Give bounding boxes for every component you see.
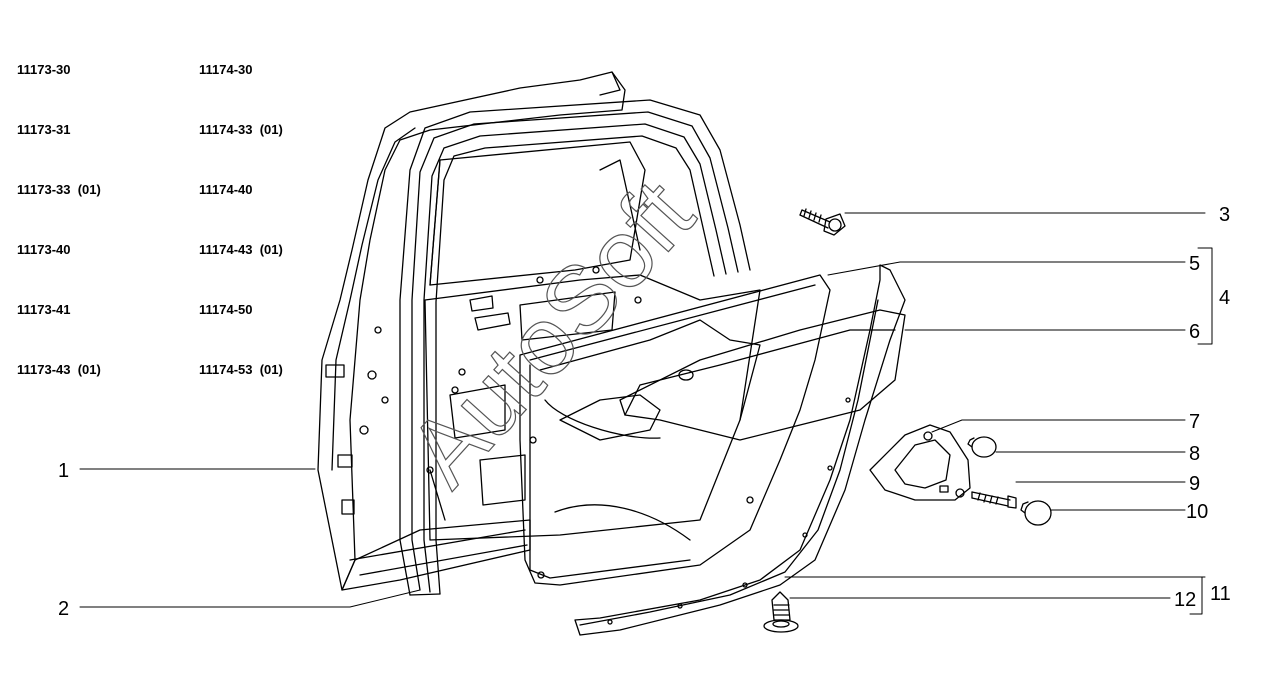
model-code: 11173-43 (01) (17, 362, 101, 377)
callout-2: 2 (58, 598, 69, 620)
callout-6: 6 (1189, 321, 1200, 343)
sill-trim-part (574, 264, 906, 636)
handle-bezel-part (869, 424, 971, 501)
bracket-12 (1189, 576, 1203, 615)
model-code: 11174-33 (01) (199, 122, 283, 137)
callout-11: 11 (1210, 583, 1231, 605)
cover-cap-part (1020, 500, 1052, 526)
callout-4: 4 (1219, 287, 1230, 309)
model-code: 11173-31 (17, 122, 71, 137)
screw-part (799, 208, 846, 236)
model-code: 11174-50 (199, 302, 253, 317)
model-code: 11174-30 (199, 62, 253, 77)
leader-line-2 (79, 589, 421, 608)
callout-3: 3 (1219, 204, 1230, 226)
door-inner-frame (424, 141, 761, 541)
model-code: 11174-40 (199, 182, 253, 197)
callout-8: 8 (1189, 443, 1200, 465)
leader-line-5 (827, 261, 1186, 276)
model-code: 11173-33 (01) (17, 182, 101, 197)
clip-part (763, 591, 799, 633)
plug-cap-part (967, 436, 997, 458)
model-code: 11174-43 (01) (199, 242, 283, 257)
door-seal-part (399, 99, 751, 596)
callout-9: 9 (1189, 473, 1200, 495)
callout-7: 7 (1189, 411, 1200, 433)
bracket-5-6 (1197, 247, 1213, 345)
model-codes-left: 11173-30 11173-31 11173-33 (01) 11173-40… (17, 20, 101, 420)
model-code: 11173-40 (17, 242, 71, 257)
callout-labels: 1 2 3 5 4 6 7 8 9 10 11 12 (58, 204, 1231, 620)
callout-1: 1 (58, 460, 69, 482)
callout-10: 10 (1186, 501, 1208, 523)
armrest-part (544, 309, 906, 441)
model-code: 11173-41 (17, 302, 71, 317)
leader-lines (79, 212, 1213, 615)
door-trim-panel-part (519, 274, 831, 586)
callout-12: 12 (1174, 589, 1196, 611)
bolt-part (971, 491, 1017, 509)
door-shell-part (317, 71, 626, 591)
model-code: 11173-30 (17, 62, 71, 77)
model-code: 11174-53 (01) (199, 362, 283, 377)
callout-5: 5 (1189, 253, 1200, 275)
model-codes-right: 11174-30 11174-33 (01) 11174-40 11174-43… (199, 20, 283, 420)
leader-line-7 (931, 419, 1186, 433)
